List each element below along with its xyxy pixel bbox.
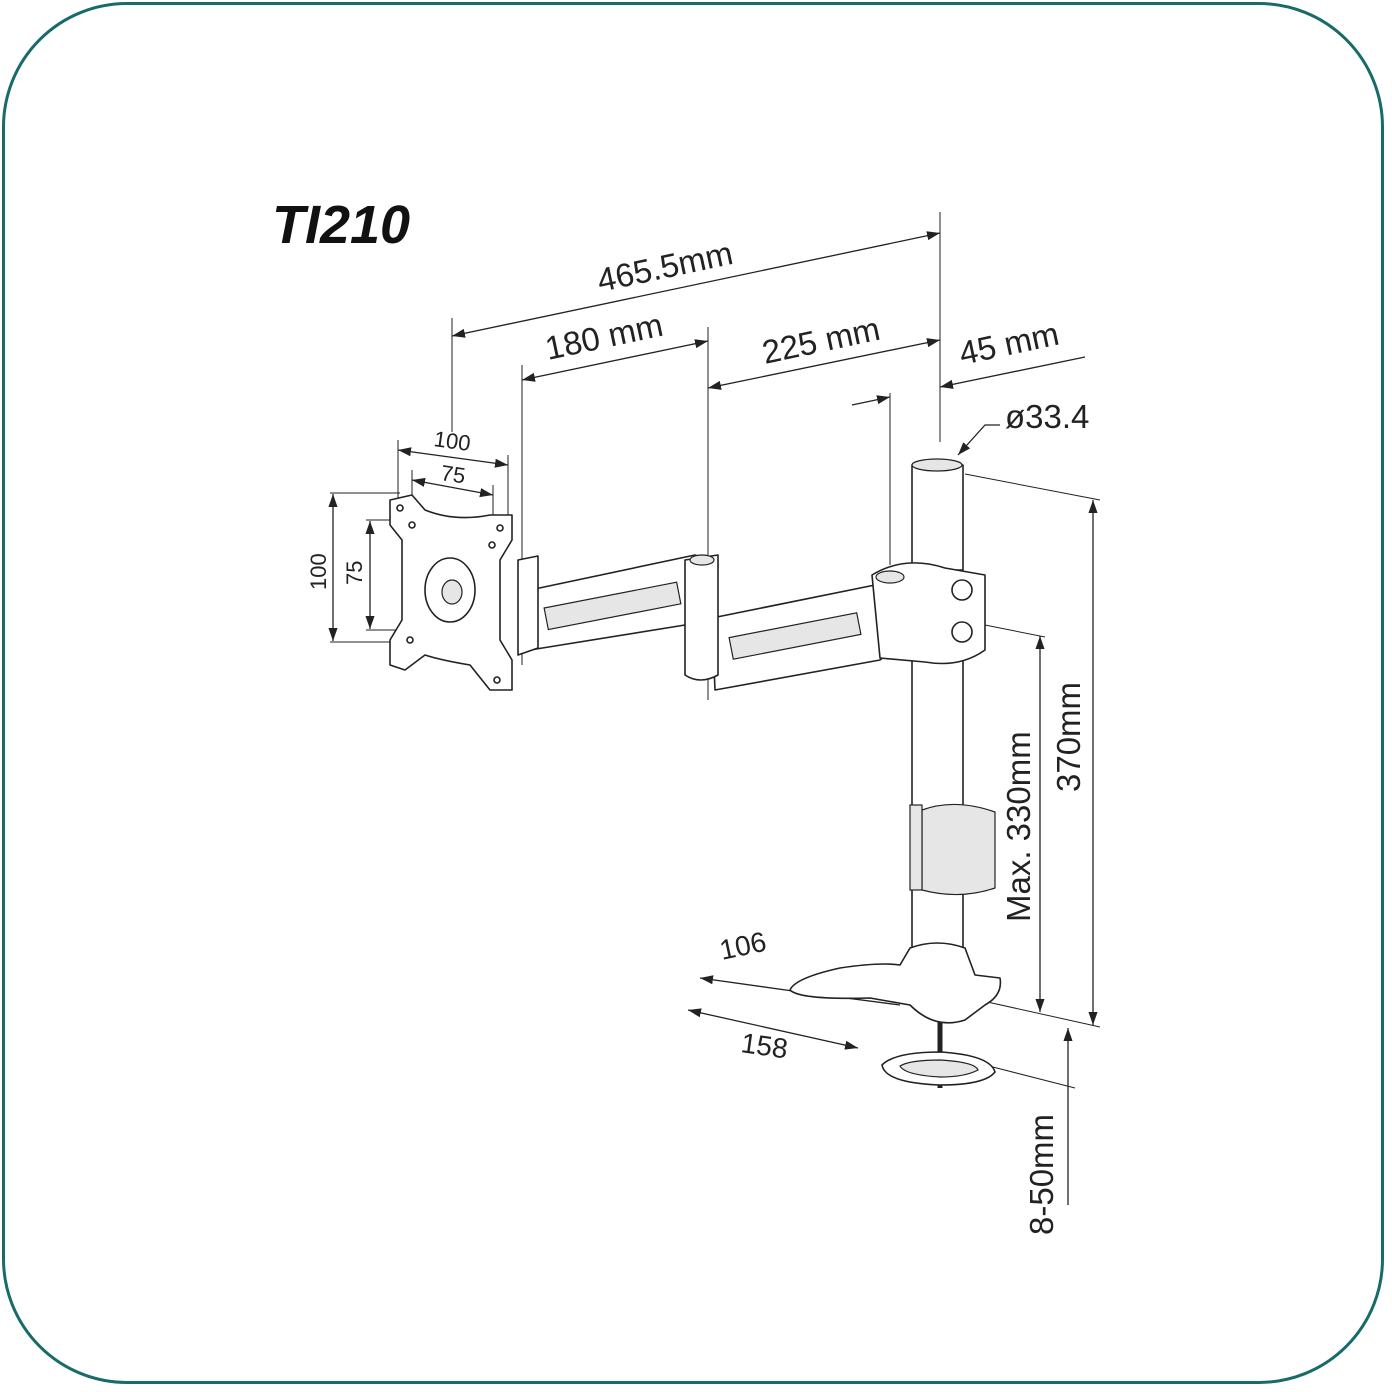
dim-clamp-range: 8-50mm <box>1023 1114 1060 1235</box>
vesa-plate <box>389 494 513 691</box>
dimension-lines <box>328 231 1098 1205</box>
dim-arm2: 225 mm <box>759 310 883 371</box>
pole <box>909 458 996 956</box>
dim-pole-diameter: ø33.4 <box>1005 398 1089 435</box>
dim-vesa-outer-h: 100 <box>432 426 472 456</box>
dim-vesa-outer-v: 100 <box>306 553 331 590</box>
dim-arm1: 180 mm <box>542 306 666 367</box>
dim-pole-height: 370mm <box>1050 682 1087 792</box>
base <box>789 942 1002 1088</box>
dim-vesa-inner-h: 75 <box>439 460 467 488</box>
model-title: TI210 <box>272 195 410 255</box>
extension-lines <box>330 212 1101 1089</box>
arm-outer <box>517 554 719 681</box>
dim-offset: 45 mm <box>956 315 1062 372</box>
dim-total-reach: 465.5mm <box>594 234 736 299</box>
dim-vesa-inner-v: 75 <box>342 561 367 585</box>
dim-max-height: Max. 330mm <box>1000 731 1037 922</box>
dim-base-width: 106 <box>717 926 769 966</box>
dim-base-depth: 158 <box>739 1027 790 1064</box>
arm-inner <box>711 562 986 691</box>
